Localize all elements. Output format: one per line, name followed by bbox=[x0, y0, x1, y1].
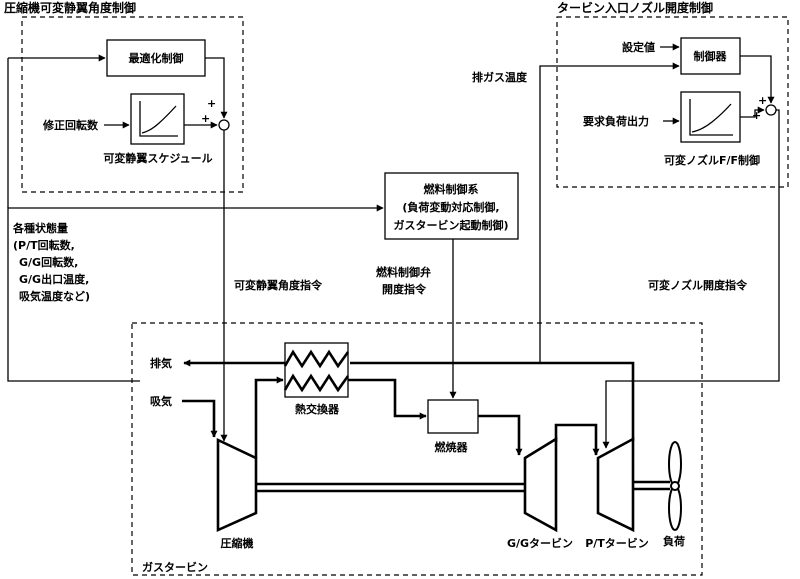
nozzle-ff-graph bbox=[689, 99, 733, 136]
optimization-control-label: 最適化制御 bbox=[129, 51, 184, 65]
pt-turbine-label: P/Tタービン bbox=[585, 536, 649, 550]
gas-turbine-group bbox=[131, 322, 703, 576]
compressor-control-group-label: 圧縮機可変静翼角度制御 bbox=[4, 0, 136, 15]
load-label: 負荷 bbox=[663, 534, 685, 548]
ff-to-sum-line bbox=[740, 106, 765, 118]
required-load-output-label: 要求負荷出力 bbox=[583, 114, 649, 128]
right-sum-plus-2: + bbox=[752, 109, 761, 122]
fuel-control-block bbox=[384, 172, 519, 240]
variable-nozzle-ff-label: 可変ノズルF/F制御 bbox=[664, 153, 760, 167]
turbine-nozzle-control-group bbox=[556, 16, 789, 188]
states-line-2: G/G回転数, bbox=[19, 255, 78, 269]
heat-exchanger-block bbox=[284, 342, 349, 398]
gg-to-pt-flow bbox=[554, 423, 600, 456]
exhaust-temp-feedback-line bbox=[539, 62, 680, 363]
summing-junction-left bbox=[218, 119, 230, 131]
vane-angle-command-label: 可変静翼角度指令 bbox=[234, 278, 323, 292]
setpoint-label: 設定値 bbox=[622, 40, 655, 54]
fuel-control-label-1: 燃料制御系 bbox=[423, 182, 479, 196]
exhaust-label: 排気 bbox=[150, 356, 172, 370]
corrected-speed-label: 修正回転数 bbox=[42, 118, 99, 132]
compressor-control-group bbox=[21, 16, 244, 193]
gg-turbine-label: G/Gタービン bbox=[507, 536, 573, 550]
nozzle-opening-command-label: 可変ノズル開度指令 bbox=[648, 278, 748, 292]
intake-label: 吸気 bbox=[150, 394, 172, 408]
combustor-to-gg-flow bbox=[478, 414, 523, 456]
fuel-control-label-3: ガスタービン起動制御) bbox=[393, 218, 508, 232]
summing-junction-right bbox=[765, 104, 777, 116]
controller-to-sum-line bbox=[740, 55, 775, 104]
turbine-nozzle-control-group-label: タービン入口ノズル開度制御 bbox=[557, 0, 713, 15]
heat-exchanger-coil-1 bbox=[283, 349, 350, 369]
pt-exhaust-to-hx-flow bbox=[350, 361, 635, 441]
heat-exchanger-coil-2 bbox=[283, 373, 350, 393]
controller-block bbox=[680, 37, 741, 75]
load-propeller-icon bbox=[668, 441, 682, 531]
hx-to-combustor-flow bbox=[348, 378, 427, 420]
heat-exchanger-label: 熱交換器 bbox=[295, 402, 340, 416]
exhaust-gas-temp-label: 排ガス温度 bbox=[472, 70, 528, 84]
vane-schedule-graph bbox=[139, 101, 178, 137]
pt-turbine-shape bbox=[596, 436, 635, 533]
states-title: 各種状態量 bbox=[12, 221, 68, 235]
variable-vane-schedule-label: 可変静翼スケジュール bbox=[103, 151, 212, 165]
fuel-valve-command-label-1: 燃料制御弁 bbox=[375, 265, 431, 279]
states-line-1: (P/T回転数, bbox=[13, 238, 75, 252]
states-line-4: 吸気温度など) bbox=[19, 289, 90, 303]
fuel-valve-command-label-2: 開度指令 bbox=[382, 282, 427, 296]
controller-label: 制御器 bbox=[694, 49, 728, 63]
fuel-control-label-2: (負荷変動対応制御, bbox=[402, 200, 499, 214]
left-sum-plus-2: + bbox=[201, 112, 210, 125]
left-sum-plus-1: + bbox=[207, 97, 216, 110]
combustor-label: 燃焼器 bbox=[434, 440, 469, 454]
compressor-shape bbox=[216, 437, 258, 533]
right-sum-plus-1: + bbox=[758, 94, 767, 107]
states-line-3: G/G出口温度, bbox=[19, 272, 89, 286]
optimization-to-sum-line bbox=[205, 57, 228, 119]
gas-turbine-group-label: ガスタービン bbox=[142, 560, 208, 574]
combustor-block bbox=[427, 399, 479, 434]
nozzle-opening-command-line bbox=[602, 109, 780, 449]
state-feedback-line bbox=[7, 204, 384, 382]
compressor-to-hx-flow bbox=[254, 376, 284, 458]
intake-flow bbox=[182, 399, 218, 438]
compressor-label: 圧縮機 bbox=[221, 536, 254, 550]
gg-turbine-shape bbox=[523, 436, 558, 533]
